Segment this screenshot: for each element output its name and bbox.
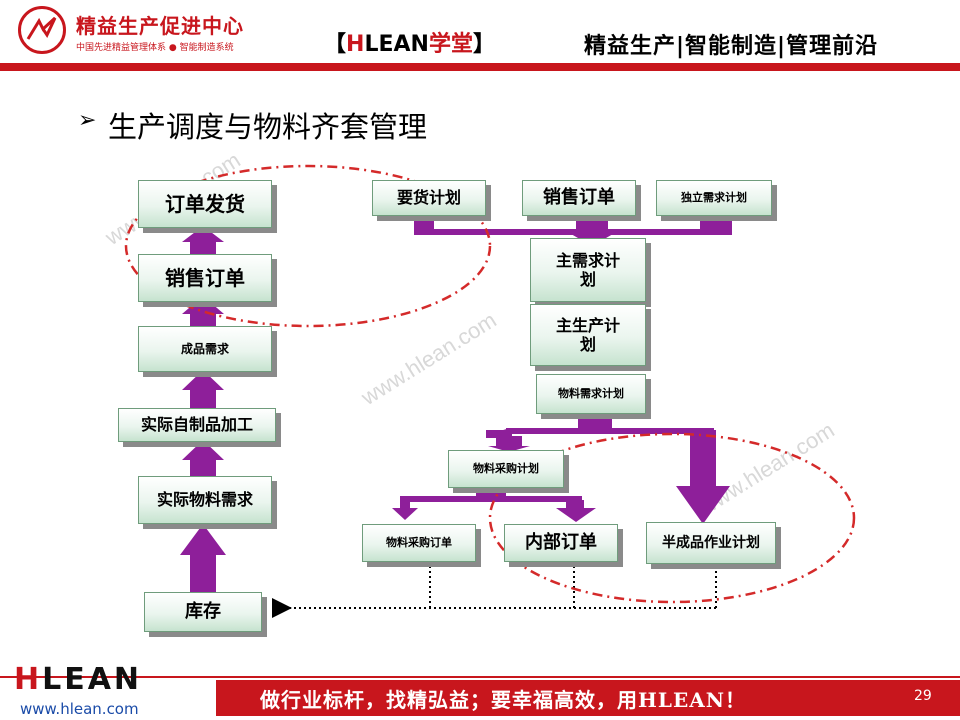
header-tagline: 精益生产|智能制造|管理前沿 <box>584 34 879 59</box>
logo-arrow-icon <box>26 16 57 40</box>
box-sales-order-top: 销售订单 <box>522 180 636 216</box>
header-divider <box>0 63 960 71</box>
box-semi-finished-plan: 半成品作业计划 <box>646 522 776 564</box>
arrow-down <box>392 508 418 520</box>
brand-lean: LEAN <box>364 32 429 57</box>
box-demand-plan: 要货计划 <box>372 180 486 216</box>
split-bar <box>506 428 714 434</box>
highlight-ellipse <box>488 432 856 604</box>
footer-logo-h: H <box>14 662 43 697</box>
slide-header: 精益生产促进中心 中国先进精益管理体系 ● 智能制造系统 【HLEAN学堂】 精… <box>0 0 960 72</box>
box-material-purchase-plan: 物料采购计划 <box>448 450 564 488</box>
arrow-up <box>182 370 224 410</box>
footer-url: www.hlean.com <box>20 700 139 718</box>
footer-logo-lean: LEAN <box>42 662 143 697</box>
page-number: 29 <box>914 688 932 704</box>
arrow-up <box>182 226 224 254</box>
arrow-down <box>488 436 530 452</box>
logo-subtitle: 中国先进精益管理体系 ● 智能制造系统 <box>76 43 234 53</box>
logo-emblem <box>18 6 66 54</box>
footer-slogan: 做行业标杆，找精弘益；要幸福高效，用HLEAN！ <box>260 688 747 712</box>
brand-h: H <box>346 32 365 57</box>
footer-logo: HLEAN <box>14 662 142 697</box>
arrow-up <box>182 440 224 476</box>
split-bar <box>402 496 582 502</box>
box-internal-order: 内部订单 <box>504 524 618 562</box>
arrow-up <box>180 524 226 600</box>
box-actual-material: 实际物料需求 <box>138 476 272 524</box>
arrow-down <box>556 508 596 522</box>
slide-title: 生产调度与物料齐套管理 <box>108 110 428 144</box>
highlight-ellipse <box>124 164 492 328</box>
brand-xuetang: 学堂 <box>428 32 473 57</box>
split-bar <box>476 488 506 498</box>
box-material-requirement-plan: 物料需求计划 <box>536 374 646 414</box>
split-bar <box>400 496 410 510</box>
box-master-production-plan: 主生产计划 <box>530 304 646 366</box>
arrow-up <box>182 296 224 326</box>
split-bar <box>566 500 584 510</box>
arrow-down <box>676 430 730 524</box>
box-inventory: 库存 <box>144 592 262 632</box>
brand-title: 【HLEAN学堂】 <box>324 26 495 58</box>
brand-bracket-open: 【 <box>324 32 347 57</box>
logo-name: 精益生产促进中心 <box>76 14 244 38</box>
footer-bar <box>216 680 960 716</box>
box-actual-processing: 实际自制品加工 <box>118 408 276 442</box>
box-sales-order-left: 销售订单 <box>138 254 272 302</box>
box-material-purchase-order: 物料采购订单 <box>362 524 476 562</box>
title-bullet-icon: ➢ <box>78 108 97 133</box>
footer-divider <box>0 676 960 678</box>
split-bar <box>486 430 512 438</box>
box-finished-demand: 成品需求 <box>138 326 272 372</box>
box-independent-demand: 独立需求计划 <box>656 180 772 216</box>
box-master-demand-plan: 主需求计划 <box>530 238 646 302</box>
brand-bracket-close: 】 <box>472 32 495 57</box>
box-order-delivery: 订单发货 <box>138 180 272 228</box>
